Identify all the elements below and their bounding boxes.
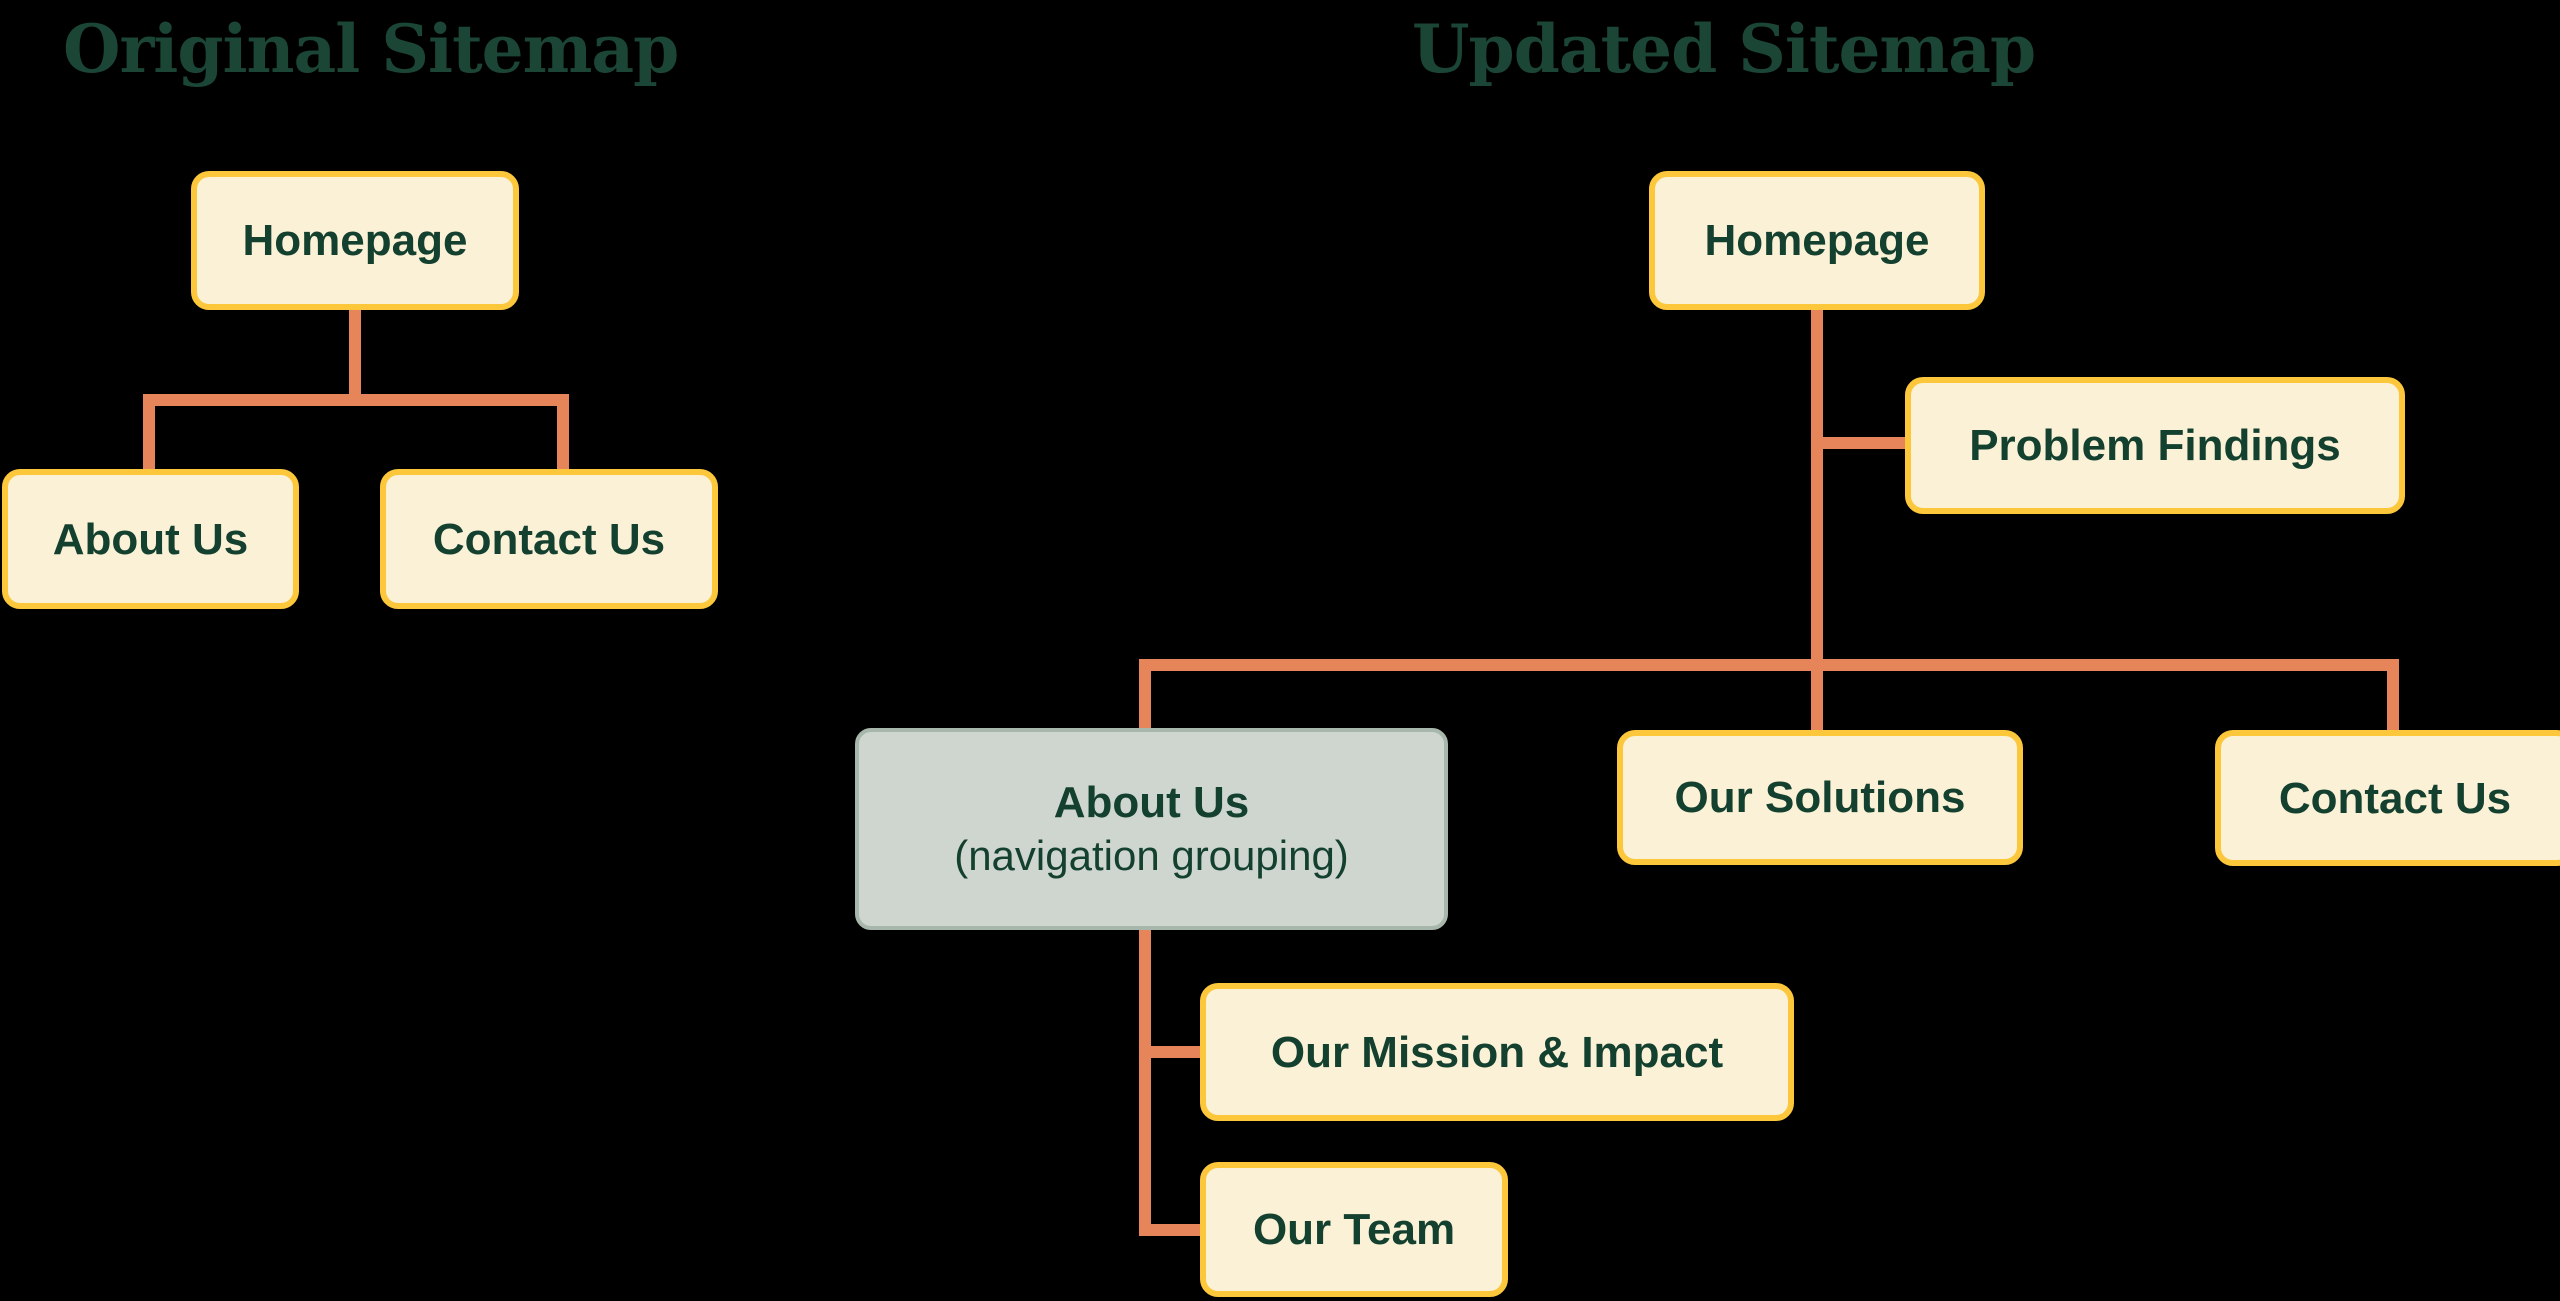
connector-updated-homepage-trunk [1811, 310, 1823, 730]
connector-updated-drop-contact [2387, 659, 2399, 730]
node-updated-our-team: Our Team [1200, 1162, 1508, 1297]
node-original-homepage: Homepage [191, 171, 519, 310]
original-sitemap-title: Original Sitemap [63, 10, 679, 88]
node-label: Contact Us [2278, 773, 2512, 823]
connector-original-drop-contact [557, 394, 569, 469]
connector-updated-team-stub [1139, 1224, 1200, 1236]
node-updated-homepage: Homepage [1649, 171, 1985, 310]
node-original-contact-us: Contact Us [380, 469, 718, 609]
node-updated-about-us-group: About Us (navigation grouping) [855, 728, 1448, 930]
connector-updated-about-group-trunk [1139, 930, 1151, 1236]
connector-updated-problem-findings-stub [1811, 437, 1905, 449]
node-label: Problem Findings [1969, 421, 2341, 470]
node-label: Our Team [1252, 1205, 1456, 1254]
node-label: Homepage [1704, 216, 1930, 265]
node-original-about-us: About Us [2, 469, 299, 609]
node-label: Contact Us [432, 514, 666, 564]
connector-original-horizontal [143, 394, 569, 406]
node-sublabel: (navigation grouping) [954, 832, 1349, 880]
node-updated-our-solutions: Our Solutions [1617, 730, 2023, 865]
connector-original-homepage-trunk [349, 310, 361, 406]
node-updated-problem-findings: Problem Findings [1905, 377, 2405, 514]
connector-original-drop-about [143, 394, 155, 469]
node-label: About Us [1053, 778, 1250, 828]
node-updated-contact-us: Contact Us [2215, 730, 2560, 866]
node-updated-our-mission-impact: Our Mission & Impact [1200, 983, 1794, 1121]
connector-updated-mission-stub [1139, 1046, 1200, 1058]
connector-updated-drop-about-group [1139, 659, 1151, 730]
node-label: About Us [52, 514, 249, 564]
node-label: Our Mission & Impact [1270, 1027, 1724, 1077]
node-label: Homepage [242, 216, 468, 265]
node-label: Our Solutions [1674, 773, 1966, 822]
connector-updated-horizontal [1139, 659, 2399, 671]
updated-sitemap-title: Updated Sitemap [1412, 10, 2036, 88]
